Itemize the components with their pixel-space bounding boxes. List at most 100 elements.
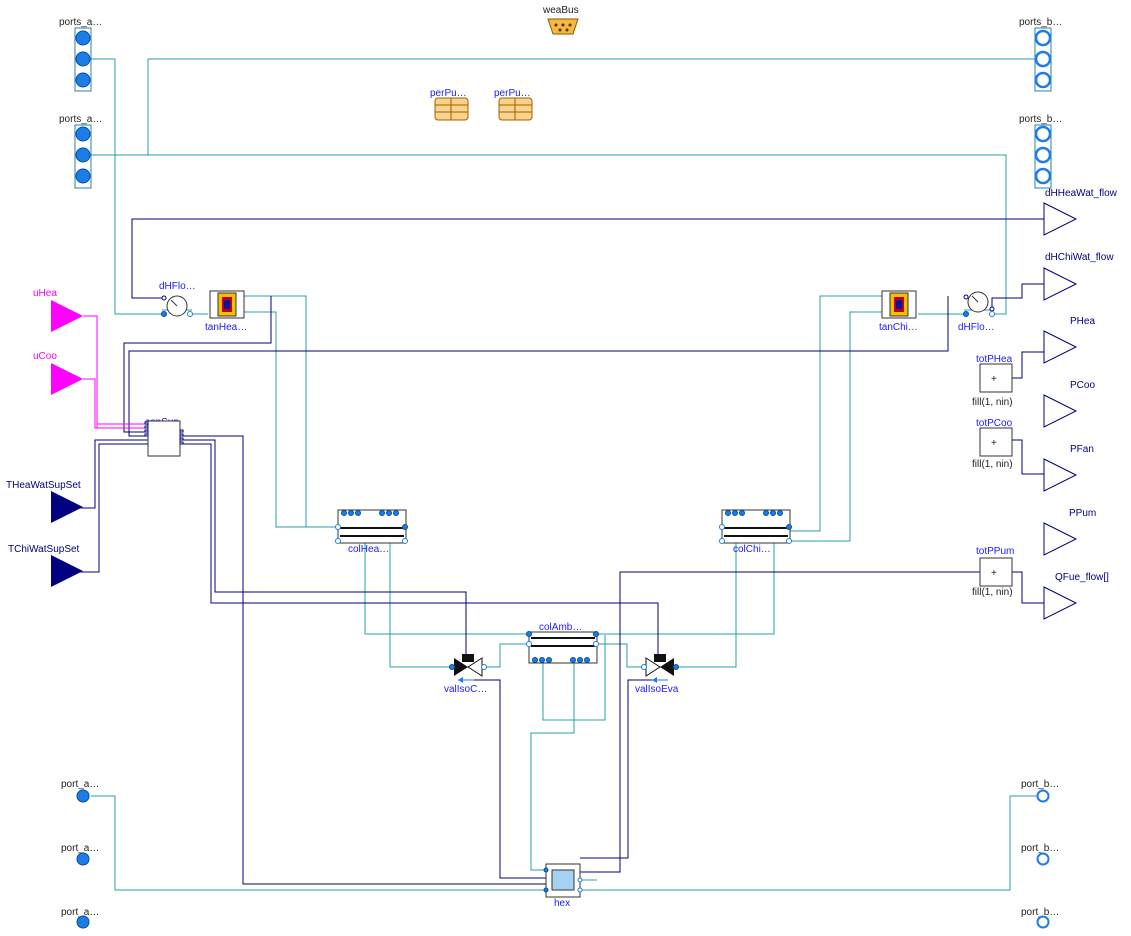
enthalpy-flow-sensor-cooling[interactable]: dHFlo…	[958, 291, 995, 333]
port-a-icon	[76, 915, 90, 929]
ports-b-array-1[interactable]: ports_b…	[1019, 17, 1062, 92]
port-a-icon	[75, 72, 91, 88]
supervisory-controller[interactable]: conSup	[144, 417, 184, 457]
port-b-1-label: port_b…	[1021, 779, 1059, 790]
port-a-icon	[75, 126, 91, 142]
port-b-icon	[1034, 125, 1052, 143]
port-a-icon	[75, 168, 91, 184]
sum-block-pump-power-label: totPPum	[976, 546, 1014, 557]
sum-sign: +	[991, 374, 997, 385]
tank-heating[interactable]: tanHea…	[205, 290, 247, 333]
input-TChiWatSupSet-label: TChiWatSupSet	[8, 544, 80, 555]
output-dHHeaWat_flow-label: dHHeaWat_flow	[1045, 188, 1118, 199]
sum-block-heating-power[interactable]: totPHea + fill(1, nin)	[972, 354, 1013, 408]
isolation-valve-condenser-label: valIsoC…	[444, 684, 487, 695]
tank-cooling[interactable]: tanChi…	[879, 290, 918, 333]
port-a-3[interactable]: port_a…	[61, 907, 99, 929]
tank-cooling-label: tanChi…	[879, 322, 918, 333]
enthalpy-flow-sensor-heating[interactable]: dHFlo…	[159, 281, 196, 317]
weather-bus[interactable]: weaBus	[542, 5, 579, 35]
sum-block-cooling-power-label: totPCoo	[976, 418, 1013, 429]
port-b-icon	[1034, 167, 1052, 185]
ports-b-array-2-label: ports_b…	[1019, 114, 1062, 125]
weather-bus-label: weaBus	[542, 5, 579, 16]
collector-cooling[interactable]: colChi…	[719, 509, 792, 555]
enthalpy-flow-sensor-cooling-label: dHFlo…	[958, 322, 995, 333]
ports-a-array-1-label: ports_a…	[59, 17, 102, 28]
port-a-2[interactable]: port_a…	[61, 843, 99, 866]
output-QFue_flow[interactable]: QFue_flow[]	[1043, 572, 1109, 620]
port-b-3[interactable]: port_b…	[1021, 907, 1059, 929]
input-TChiWatSupSet[interactable]: TChiWatSupSet	[8, 544, 83, 587]
port-b-icon	[1034, 71, 1052, 89]
output-dHHeaWat_flow[interactable]: dHHeaWat_flow	[1043, 188, 1118, 236]
sum-param: fill(1, nin)	[972, 459, 1013, 470]
input-uCoo[interactable]: uCoo	[33, 351, 83, 395]
sum-block-box	[979, 427, 1013, 457]
input-uHea[interactable]: uHea	[33, 288, 83, 332]
port-a-1[interactable]: port_a…	[61, 779, 99, 803]
real-input-icon	[51, 491, 83, 523]
sum-block-cooling-power[interactable]: totPCoo + fill(1, nin)	[972, 418, 1013, 470]
output-dHChiWat_flow[interactable]: dHChiWat_flow	[1043, 252, 1114, 301]
real-output-icon	[1043, 394, 1078, 428]
sum-block-box	[979, 363, 1013, 393]
pump-record-2[interactable]: perPu…	[494, 88, 533, 121]
port-b-2[interactable]: port_b…	[1021, 843, 1059, 866]
output-PFan-label: PFan	[1070, 444, 1094, 455]
input-uCoo-label: uCoo	[33, 351, 57, 362]
sum-block-pump-power[interactable]: totPPum + fill(1, nin)	[972, 546, 1014, 598]
port-b-icon	[1034, 50, 1052, 68]
real-output-icon	[1043, 458, 1078, 492]
port-a-3-label: port_a…	[61, 907, 99, 918]
output-QFue_flow-label: QFue_flow[]	[1055, 572, 1109, 583]
port-a-1-label: port_a…	[61, 779, 99, 790]
output-PPum[interactable]: PPum	[1043, 508, 1096, 556]
pump-record-1[interactable]: perPu…	[430, 88, 469, 121]
real-input-icon	[51, 363, 83, 395]
sum-sign: +	[991, 438, 997, 449]
collector-ambient-label: colAmb…	[539, 622, 582, 633]
port-a-icon	[76, 789, 90, 803]
collector-heating-label: colHea…	[348, 544, 389, 555]
output-dHChiWat_flow-label: dHChiWat_flow	[1045, 252, 1114, 263]
port-a-icon	[75, 147, 91, 163]
output-PCoo[interactable]: PCoo	[1043, 380, 1095, 428]
ports-a-array-2[interactable]: ports_a…	[59, 114, 102, 189]
collector-heating[interactable]: colHea…	[335, 509, 408, 555]
heat-exchanger[interactable]: hex	[543, 863, 583, 909]
collector-cooling-label: colChi…	[733, 544, 771, 555]
port-b-3-label: port_b…	[1021, 907, 1059, 918]
heat-exchanger-icon	[551, 869, 575, 891]
output-PFan[interactable]: PFan	[1043, 444, 1094, 492]
output-PHea[interactable]: PHea	[1043, 316, 1095, 364]
port-b-1[interactable]: port_b…	[1021, 779, 1059, 803]
ports-b-array-2[interactable]: ports_b…	[1019, 114, 1062, 189]
output-PPum-label: PPum	[1069, 508, 1096, 519]
ports-b-array-1-label: ports_b…	[1019, 17, 1062, 28]
port-b-icon	[1036, 789, 1050, 803]
output-PCoo-label: PCoo	[1070, 380, 1095, 391]
port-b-2-label: port_b…	[1021, 843, 1059, 854]
real-output-icon	[1043, 202, 1078, 236]
valve-icon	[454, 658, 468, 676]
input-THeaWatSupSet[interactable]: THeaWatSupSet	[6, 480, 83, 523]
sum-block-heating-power-label: totPHea	[976, 354, 1013, 365]
real-output-icon	[1043, 586, 1078, 620]
isolation-valve-evaporator[interactable]: valIsoEva	[635, 654, 679, 695]
isolation-valve-condenser[interactable]: valIsoC…	[444, 654, 487, 695]
port-a-2-label: port_a…	[61, 843, 99, 854]
real-output-icon	[1043, 267, 1078, 301]
controller-block	[147, 420, 181, 457]
port-b-icon	[1036, 915, 1050, 929]
port-a-icon	[75, 30, 91, 46]
tank-heating-label: tanHea…	[205, 322, 247, 333]
ports-a-array-1[interactable]: ports_a…	[59, 17, 102, 92]
ports-a-array-2-label: ports_a…	[59, 114, 102, 125]
sum-block-box	[979, 557, 1013, 587]
connection-wires	[80, 58, 1045, 891]
port-b-icon	[1034, 29, 1052, 47]
isolation-valve-evaporator-label: valIsoEva	[635, 684, 679, 695]
collector-ambient[interactable]: colAmb…	[526, 622, 599, 664]
